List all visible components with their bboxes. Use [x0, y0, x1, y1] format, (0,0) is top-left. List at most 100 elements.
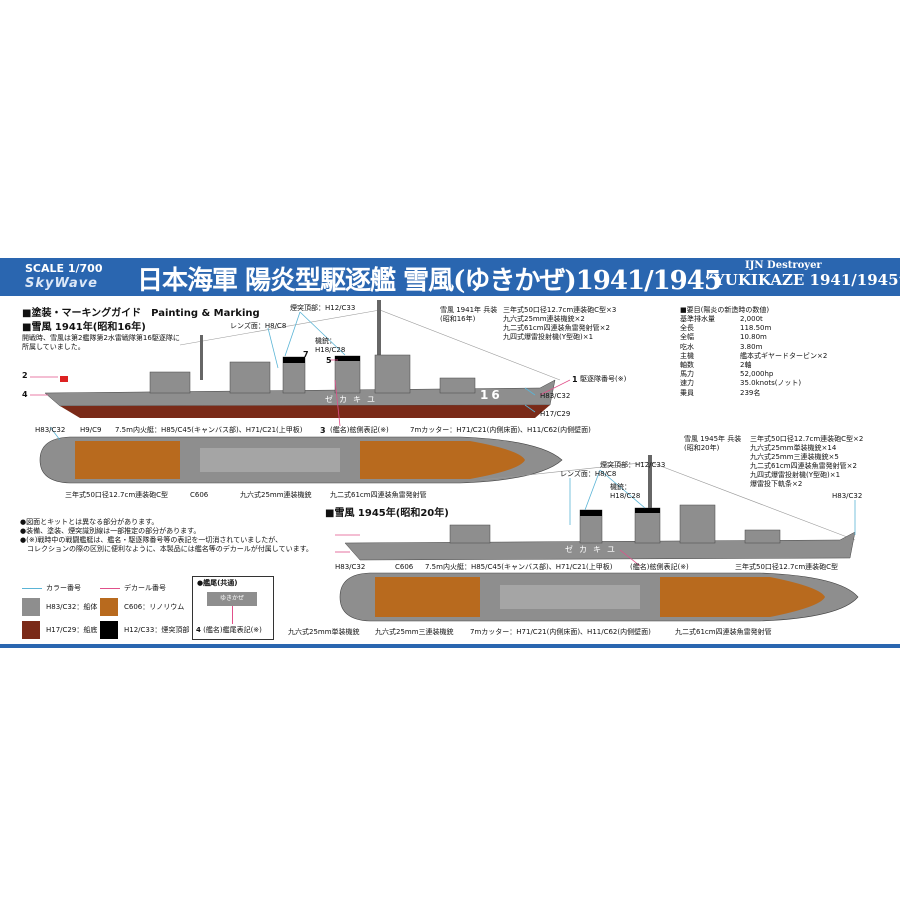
legend-swatch-hull: H83/C32：船体	[22, 598, 97, 616]
armament-1941-item: 三年式50口径12.7cm連装砲C型×3	[503, 306, 617, 314]
ship-1941-profile	[44, 300, 561, 418]
stern-box: ●艦尾(共通) ゆきかぜ 4 (艦名)艦尾表記(※)	[192, 576, 274, 640]
brand-logo: SkyWave	[25, 276, 99, 291]
guide-heading: ■塗装・マーキングガイド Painting & Marking	[22, 308, 260, 319]
spec-value: 10.80m	[740, 333, 767, 342]
stern-name-decal: ゆきかぜ	[207, 592, 257, 606]
side-name-1941: ゼカキユ	[325, 395, 381, 404]
callout-linoleum-1941: C606	[190, 491, 209, 499]
spec-key: 馬力	[680, 370, 694, 379]
stern-caption-text: (艦名)艦尾表記(※)	[203, 626, 262, 634]
legend-label: H83/C32：船体	[46, 603, 98, 611]
legend-label: H12/C33：煙突頂部	[124, 626, 190, 634]
legend-color-no: カラー番号	[22, 583, 81, 593]
marker-2: 2	[22, 371, 28, 380]
note: ●装備、塗装、煙突識別線は一部推定の部分があります。	[20, 527, 201, 535]
callout-name-side-1945: (艦名)舷側表記(※)	[630, 563, 689, 571]
armament-1945-label-2: (昭和20年)	[684, 444, 720, 452]
spec-key: 軸数	[680, 361, 694, 370]
stern-caption: 4 (艦名)艦尾表記(※)	[196, 626, 262, 635]
callout-mg-triple-1945: 九六式25mm三連装機銃	[375, 628, 454, 636]
legend-swatch-linoleum: C606：リノリウム	[100, 598, 184, 616]
legend-label: デカール番号	[124, 584, 166, 592]
bottom-rule	[0, 644, 900, 648]
specs-heading: ■要目(陽炎の新造時の数値)	[680, 306, 770, 314]
callout-mg-color-1941: H18/C28	[315, 346, 346, 354]
armament-1945-item: 爆雷投下軌条×2	[750, 480, 803, 488]
note: ●(※)戦時中の戦闘艦艇は、艦名・駆逐隊番号等の表記を一切消されていましたが、	[20, 536, 283, 544]
legend-swatch-bottom: H17/C29：船底	[22, 621, 97, 639]
spec-key: 全長	[680, 324, 694, 333]
legend-decal-no: デカール番号	[100, 583, 166, 593]
callout-hull-1941: H83/C32	[540, 392, 571, 400]
callout-bottom-1941: H17/C29	[540, 410, 571, 418]
armament-1945-item: 九二式61cm四連装魚雷発射管×2	[750, 462, 857, 470]
side-name-1945: ゼカキユ	[565, 545, 621, 554]
callout-mg-color-1945: H18/C28	[610, 492, 641, 500]
spec-value: 239名	[740, 388, 761, 397]
callout-mg-single-1945: 九六式25mm単装機銃	[288, 628, 360, 636]
callout-boat-1945: 7.5m内火艇：H85/C45(キャンバス部)、H71/C21(上甲板)	[425, 563, 613, 571]
spec-key: 吃水	[680, 342, 694, 351]
callout-cutter-1945: 7mカッター：H71/C21(内側床面)、H11/C62(内側壁面)	[470, 628, 651, 636]
spec-key: 速力	[680, 379, 694, 388]
title-banner	[0, 258, 900, 296]
callout-funnel-top-1941: 煙突頂部：H12/C33	[290, 304, 356, 312]
legend-label: H17/C29：船底	[46, 626, 98, 634]
armament-1945-item: 九六式25mm三連装機銃×5	[750, 453, 839, 461]
ship-1945-plan	[339, 572, 859, 622]
armament-1941-label-1: 雪風 1941年 兵装	[440, 306, 498, 314]
callout-hull-1945: H83/C32	[832, 492, 863, 500]
subtitle-en-2: “YUKIKAZE 1941/1945”	[705, 271, 900, 289]
marker-7: 7	[303, 350, 309, 359]
hull-number-1941: 16	[480, 388, 503, 402]
callout-deck-hull-1941: H83/C32	[35, 426, 66, 434]
subtitle-en-1: IJN Destroyer	[745, 260, 822, 271]
callout-boat-1941: 7.5m内火艇：H85/C45(キャンバス部)、H71/C21(上甲板)	[115, 426, 303, 434]
callout-hull-number: 駆逐隊番号(※)	[580, 375, 627, 383]
callout-lens-1945: レンズ面：H8/C8	[560, 470, 617, 478]
armament-1941-item: 九二式61cm四連装魚雷発射管×2	[503, 324, 610, 332]
marker-1: 1	[572, 375, 578, 384]
scale-label: SCALE 1/700	[25, 262, 103, 275]
callout-name-side-1941: (艦名)舷側表記(※)	[330, 426, 389, 434]
callout-gun-1941: 三年式50口径12.7cm連装砲C型	[65, 491, 169, 499]
desc-1941-1: 開戦時、雪風は第2艦隊第2水雷戦隊第16駆逐隊に	[22, 334, 180, 342]
armament-1945-item: 九六式25mm単装機銃×14	[750, 444, 837, 452]
spec-key: 主機	[680, 351, 694, 360]
callout-mg25-1941: 九六式25mm連装機銃	[240, 491, 312, 499]
callout-gun-1945: 三年式50口径12.7cm連装砲C型	[735, 563, 839, 571]
armament-1945-item: 九四式爆雷投射機(Y型砲)×1	[750, 471, 841, 479]
legend-label: C606：リノリウム	[124, 603, 185, 611]
section-1945: ■雪風 1945年(昭和20年)	[325, 508, 449, 519]
legend-label: カラー番号	[46, 584, 81, 592]
spec-value: 35.0knots(ノット)	[740, 379, 802, 388]
callout-cutter-1941: 7mカッター：H71/C21(内側床面)、H11/C62(内側壁面)	[410, 426, 591, 434]
ship-1945-profile	[344, 455, 856, 561]
spec-value: 艦本式ギヤードタービン×2	[740, 351, 828, 360]
armament-1941-item: 九四式爆雷投射機(Y型砲)×1	[503, 333, 594, 341]
spec-key: 基準排水量	[680, 315, 715, 323]
spec-key: 全幅	[680, 333, 694, 342]
callout-torpedo-1941: 九二式61cm四連装魚雷発射管	[330, 491, 427, 499]
note: コレクションの際の区別に便利なように、本製品には艦名等のデカールが付属しています…	[20, 545, 313, 553]
decal-leader-lines	[30, 359, 641, 567]
callout-mg-1941: 機銃：	[315, 337, 336, 345]
note: ●図面とキットとは異なる部分があります。	[20, 518, 159, 526]
callout-lens-1941: レンズ面：H8/C8	[230, 322, 287, 330]
spec-value: 2軸	[740, 361, 752, 370]
spec-value: 2,000t	[740, 315, 763, 323]
page-title: 日本海軍 陽炎型駆逐艦 雪風(ゆきかぜ)1941/1945	[137, 266, 722, 296]
marker-4: 4	[22, 390, 28, 399]
armament-1945-label-1: 雪風 1945年 兵装	[684, 435, 742, 443]
spec-value: 52,000hp	[740, 370, 774, 379]
marker-3: 3	[320, 426, 326, 435]
callout-mg-1945: 機銃：	[610, 483, 631, 491]
armament-1941-item: 九六式25mm連装機銃×2	[503, 315, 585, 323]
callout-linoleum-1945: C606	[395, 563, 414, 571]
armament-1941-label-2: (昭和16年)	[440, 315, 476, 323]
callout-deck-hull-1945: H83/C32	[335, 563, 366, 571]
spec-key: 乗員	[680, 388, 694, 397]
